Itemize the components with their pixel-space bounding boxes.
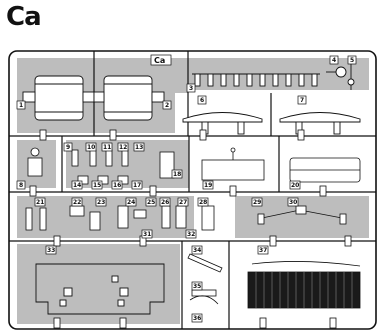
part-label-33: 33 xyxy=(47,247,55,254)
part-label-36: 36 xyxy=(193,315,201,322)
part-label-2: 2 xyxy=(165,102,169,109)
part-label-3: 3 xyxy=(189,85,193,92)
part-label-18: 18 xyxy=(173,171,181,178)
part-label-14: 14 xyxy=(73,182,81,189)
part-4-5 xyxy=(326,60,355,90)
sheet-title: Ca xyxy=(6,2,42,32)
part-label-4: 4 xyxy=(332,57,336,64)
part-label-7: 7 xyxy=(300,97,304,104)
part-label-8: 8 xyxy=(19,182,23,189)
part-label-35: 35 xyxy=(193,283,201,290)
part-grille-37 xyxy=(247,261,361,309)
part-hull-plate-33 xyxy=(35,263,165,315)
part-radiator-2 xyxy=(93,75,165,121)
part-label-10: 10 xyxy=(87,144,95,151)
sheet-tag: Ca xyxy=(154,56,165,65)
part-label-37: 37 xyxy=(259,247,267,254)
part-label-25: 25 xyxy=(147,199,155,206)
part-label-30: 30 xyxy=(289,199,297,206)
part-axle-30 xyxy=(257,205,347,225)
part-label-34: 34 xyxy=(193,247,201,254)
part-label-29: 29 xyxy=(253,199,261,206)
part-label-17: 17 xyxy=(133,182,141,189)
part-number-labels: 1 2 3 4 5 6 7 8 9 10 11 12 13 14 15 16 1… xyxy=(16,55,357,323)
part-label-6: 6 xyxy=(200,97,204,104)
part-label-9: 9 xyxy=(66,144,70,151)
part-frame-13 xyxy=(201,147,265,181)
part-label-31: 31 xyxy=(143,231,151,238)
part-radiator-1 xyxy=(22,75,95,121)
part-fender-6 xyxy=(182,112,263,135)
part-label-28: 28 xyxy=(199,199,207,206)
part-34-35 xyxy=(187,253,223,305)
part-row3-small xyxy=(25,205,215,231)
part-label-24: 24 xyxy=(127,199,135,206)
part-label-13: 13 xyxy=(135,144,143,151)
part-label-21: 21 xyxy=(36,199,44,206)
part-label-19: 19 xyxy=(204,182,212,189)
part-label-5: 5 xyxy=(350,57,354,64)
part-label-23: 23 xyxy=(97,199,105,206)
part-row2-small xyxy=(27,147,175,185)
part-label-15: 15 xyxy=(93,182,101,189)
part-frame-14 xyxy=(289,157,361,183)
part-label-16: 16 xyxy=(113,182,121,189)
part-label-12: 12 xyxy=(119,144,127,151)
part-label-11: 11 xyxy=(103,144,111,151)
part-label-20: 20 xyxy=(291,182,299,189)
part-label-22: 22 xyxy=(73,199,81,206)
part-pin-row-3 xyxy=(192,73,320,87)
gray-panels xyxy=(17,58,369,324)
part-label-32: 32 xyxy=(187,231,195,238)
sheet-tag-box xyxy=(150,54,172,66)
part-label-27: 27 xyxy=(179,199,187,206)
part-label-26: 26 xyxy=(161,199,169,206)
part-label-1: 1 xyxy=(19,102,23,109)
